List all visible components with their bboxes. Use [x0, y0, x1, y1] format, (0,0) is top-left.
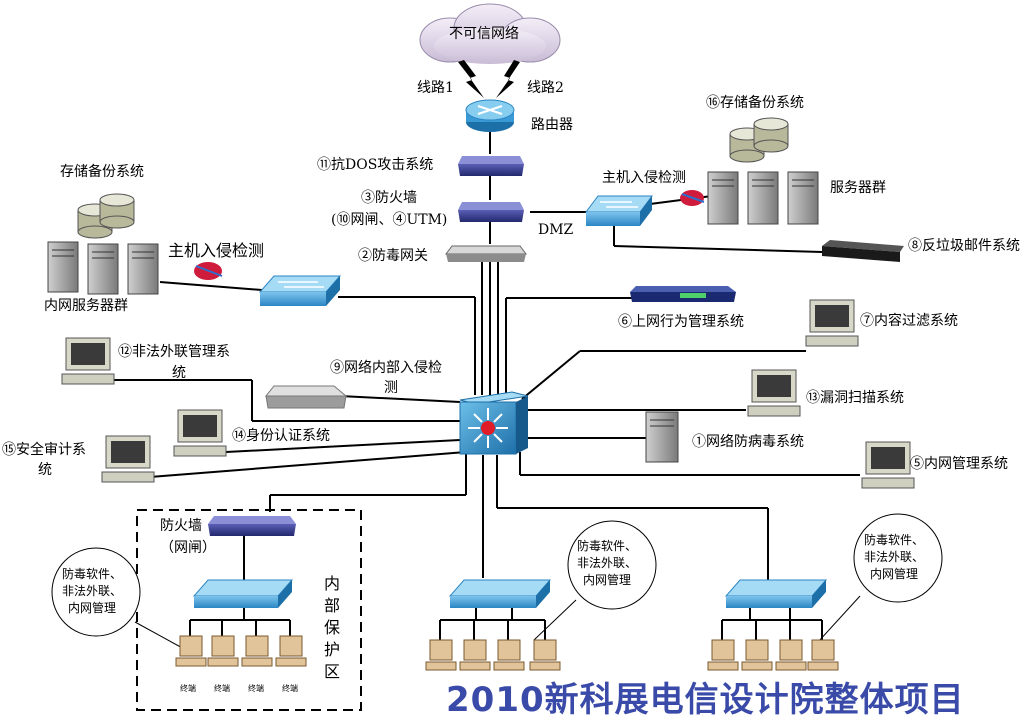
pc-illegal-outreach-icon — [61, 337, 115, 385]
zone-firewall-device-icon — [208, 516, 296, 536]
hids-right-label: 主机入侵检测 — [602, 170, 686, 186]
illegal-outreach-label-1: ⑫非法外联管理系 — [118, 344, 230, 360]
firewall-sub-label: (⑩网闸、④UTM) — [331, 212, 448, 228]
note-circle-zone — [51, 547, 141, 637]
lightning-icon-1 — [458, 60, 484, 98]
terminal-caption: 终端 — [180, 684, 196, 693]
note-line: 防毒软件、 — [577, 539, 638, 553]
dmz-switch-icon — [585, 195, 653, 226]
intranet-servers-label: 内网服务器群 — [44, 298, 128, 314]
illegal-outreach-label-2: 统 — [172, 365, 186, 381]
note-zone: 防毒软件、 非法外联、 内网管理 — [62, 566, 122, 617]
core-switch-icon — [459, 391, 529, 455]
note-line: 非法外联、 — [62, 584, 123, 598]
intranet-server-group-icon — [47, 241, 159, 295]
terminals-group-3-icon — [707, 639, 839, 671]
antispam-label: ⑧反垃圾邮件系统 — [908, 238, 1020, 254]
zone-label-char: 护 — [323, 640, 340, 659]
router-label: 路由器 — [531, 117, 573, 133]
av-gateway-label: ②防毒网关 — [358, 248, 428, 264]
content-filter-label: ⑦内容过滤系统 — [860, 313, 958, 329]
zone-label-char: 内 — [323, 574, 340, 593]
vuln-scan-label: ⑬漏洞扫描系统 — [806, 390, 904, 406]
server-group-right-icon — [707, 171, 819, 225]
antivirus-server-icon — [645, 411, 679, 463]
lightning-icon-2 — [496, 60, 520, 98]
zone-firewall-label-2: （网闸） — [160, 540, 216, 556]
intranet-server-switch-icon — [258, 275, 342, 306]
pc-intranet-mgmt-icon — [861, 441, 915, 489]
zone-firewall-label-1: 防火墙 — [160, 518, 202, 534]
access-switch-2-icon — [448, 579, 552, 608]
line1-label: 线路1 — [417, 80, 454, 96]
intranet-mgmt-label: ⑤内网管理系统 — [910, 456, 1008, 472]
hids-left-label: 主机入侵检测 — [168, 241, 265, 260]
line2-label: 线路2 — [527, 80, 564, 96]
dmz-label: DMZ — [538, 222, 574, 238]
anti-dos-label: ⑪抗DOS攻击系统 — [317, 157, 434, 173]
internal-protection-zone — [136, 509, 362, 711]
internal-ids-label-1: ⑨网络内部入侵检 — [330, 360, 442, 376]
footer-title: 2010新科展电信设计院整体项目 — [446, 680, 965, 715]
anti-dos-device-icon — [458, 156, 524, 176]
untrusted-network-cloud — [419, 3, 561, 64]
zone-label-char: 保 — [323, 618, 340, 637]
firewall-device-icon — [458, 202, 524, 222]
antispam-appliance-icon — [822, 240, 904, 262]
note-line: 非法外联、 — [577, 556, 638, 570]
av-gateway-device-icon — [445, 245, 527, 262]
links — [110, 127, 860, 640]
audit-label-1: ⑮安全审计系 — [2, 442, 86, 458]
note-line: 防毒软件、 — [62, 567, 123, 581]
firewall-label: ③防火墙 — [361, 190, 417, 206]
note-line: 防毒软件、 — [864, 533, 925, 547]
access-switch-1-icon — [192, 579, 294, 608]
terminal-caption: 终端 — [282, 684, 298, 693]
storage-backup-left-icon — [77, 193, 135, 239]
internal-ids-appliance-icon — [264, 385, 348, 409]
behavior-mgmt-label: ⑥上网行为管理系统 — [618, 314, 744, 330]
note-circle-group-2 — [567, 520, 657, 610]
identity-auth-label: ⑭身份认证系统 — [232, 428, 330, 444]
zone-label-char: 区 — [323, 662, 340, 681]
internal-protection-zone-label: 内部保护区 — [322, 573, 342, 683]
terminals-zone-icon — [175, 635, 307, 667]
cloud-label: 不可信网络 — [449, 26, 519, 42]
note-circle-group-3 — [853, 513, 943, 603]
pc-security-audit-icon — [101, 435, 155, 483]
server-group-label: 服务器群 — [830, 180, 886, 196]
hids-left-icon — [194, 262, 223, 280]
note-line: 内网管理 — [870, 567, 919, 581]
behavior-mgmt-appliance-icon — [630, 286, 736, 302]
note-line: 内网管理 — [68, 601, 117, 615]
note-line: 内网管理 — [583, 573, 632, 587]
storage-right-label: ⑯存储备份系统 — [706, 95, 804, 111]
storage-left-label: 存储备份系统 — [60, 164, 144, 180]
access-switch-3-icon — [724, 579, 828, 608]
pc-content-filter-icon — [805, 299, 859, 347]
router-icon — [465, 99, 515, 132]
storage-backup-right-icon — [729, 117, 789, 163]
zone-label-char: 部 — [323, 596, 340, 615]
audit-label-2: 统 — [38, 462, 52, 478]
pc-identity-auth-icon — [173, 409, 227, 457]
antivirus-net-label: ①网络防病毒系统 — [692, 434, 804, 450]
note-group-3: 防毒软件、 非法外联、 内网管理 — [864, 532, 924, 583]
hids-right-icon — [680, 190, 705, 206]
internal-ids-label-2: 测 — [384, 380, 398, 396]
terminal-caption: 终端 — [248, 684, 264, 693]
terminals-group-2-icon — [425, 639, 561, 671]
pc-vuln-scan-icon — [747, 369, 801, 417]
terminal-caption: 终端 — [214, 684, 230, 693]
note-line: 非法外联、 — [864, 550, 925, 564]
note-group-2: 防毒软件、 非法外联、 内网管理 — [577, 538, 637, 589]
